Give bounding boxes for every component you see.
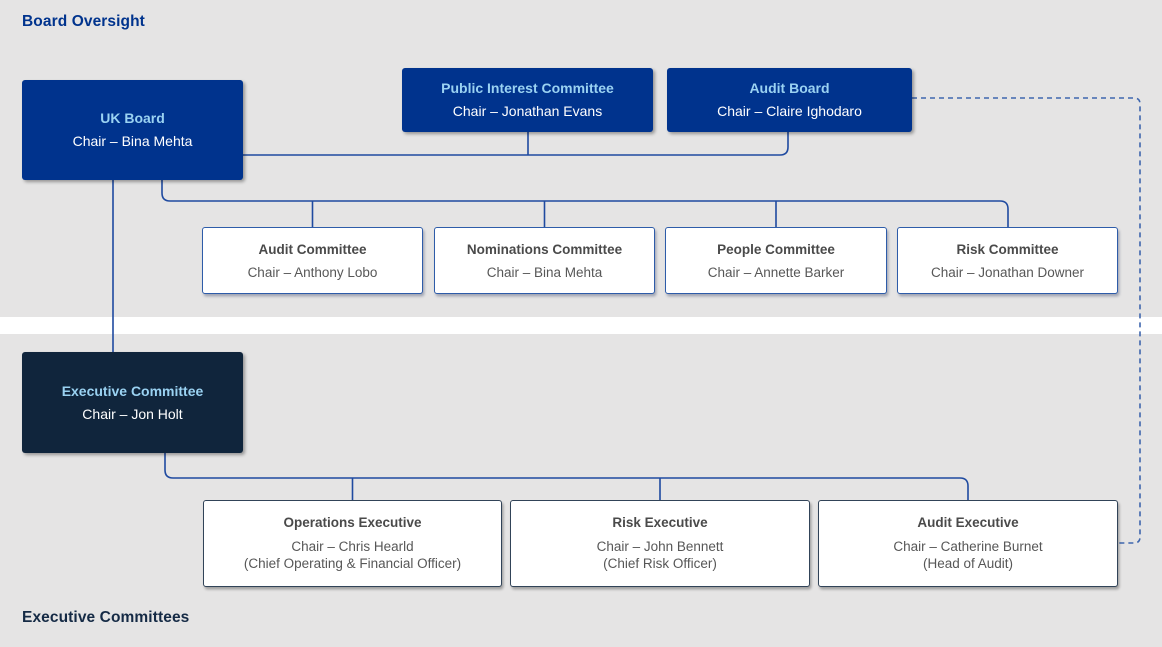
node-title: Audit Executive [917,515,1019,530]
node-title: People Committee [717,241,835,257]
node-chair: Chair – Annette Barker [707,264,845,280]
node-title: Risk Committee [956,241,1059,257]
solid-connectors [112,132,1009,500]
node-role: (Chief Risk Officer) [603,556,717,571]
node-chair: Chair – Jon Holt [82,405,183,422]
node-role: (Head of Audit) [922,556,1014,571]
node-title: Audit Committee [258,241,367,257]
node-title: Public Interest Committee [441,80,614,96]
node-chair: Chair – John Bennett [596,539,724,554]
node-chair-group: Chair – Catherine Burnet (Head of Audit) [893,538,1042,572]
node-chair-group: Chair – Chris Hearld (Chief Operating & … [244,538,461,572]
dashed-connector-audit [912,97,1141,544]
node-chair: Chair – Claire Ighodaro [717,103,862,119]
node-nominations-committee: Nominations Committee Chair – Bina Mehta [434,227,655,294]
node-chair: Chair – Catherine Burnet [893,539,1043,554]
node-chair: Chair – Jonathan Downer [930,264,1085,280]
node-title: Operations Executive [283,515,422,530]
node-risk-executive: Risk Executive Chair – John Bennett (Chi… [510,500,810,587]
node-chair: Chair – Anthony Lobo [247,264,378,280]
node-role: (Chief Operating & Financial Officer) [243,556,462,571]
section-title-executive-committees: Executive Committees [22,609,190,626]
node-chair: Chair – Chris Hearld [291,539,414,554]
node-executive-committee: Executive Committee Chair – Jon Holt [22,352,243,453]
node-title: Executive Committee [61,382,204,399]
node-title: Nominations Committee [466,241,623,257]
node-operations-executive: Operations Executive Chair – Chris Hearl… [203,500,502,587]
node-audit-executive: Audit Executive Chair – Catherine Burnet… [818,500,1118,587]
node-uk-board: UK Board Chair – Bina Mehta [22,80,243,180]
node-people-committee: People Committee Chair – Annette Barker [665,227,887,294]
node-chair: Chair – Bina Mehta [72,133,193,149]
node-title: Audit Board [749,80,830,96]
node-audit-committee: Audit Committee Chair – Anthony Lobo [202,227,423,294]
node-title: UK Board [100,110,165,126]
node-chair-group: Chair – John Bennett (Chief Risk Officer… [597,538,724,572]
node-risk-committee: Risk Committee Chair – Jonathan Downer [897,227,1118,294]
section-title-board-oversight: Board Oversight [22,13,145,30]
node-title: Risk Executive [612,515,708,530]
node-public-interest-committee: Public Interest Committee Chair – Jonath… [402,68,653,132]
node-audit-board: Audit Board Chair – Claire Ighodaro [667,68,912,132]
node-chair: Chair – Bina Mehta [486,264,603,280]
node-chair: Chair – Jonathan Evans [452,103,603,119]
